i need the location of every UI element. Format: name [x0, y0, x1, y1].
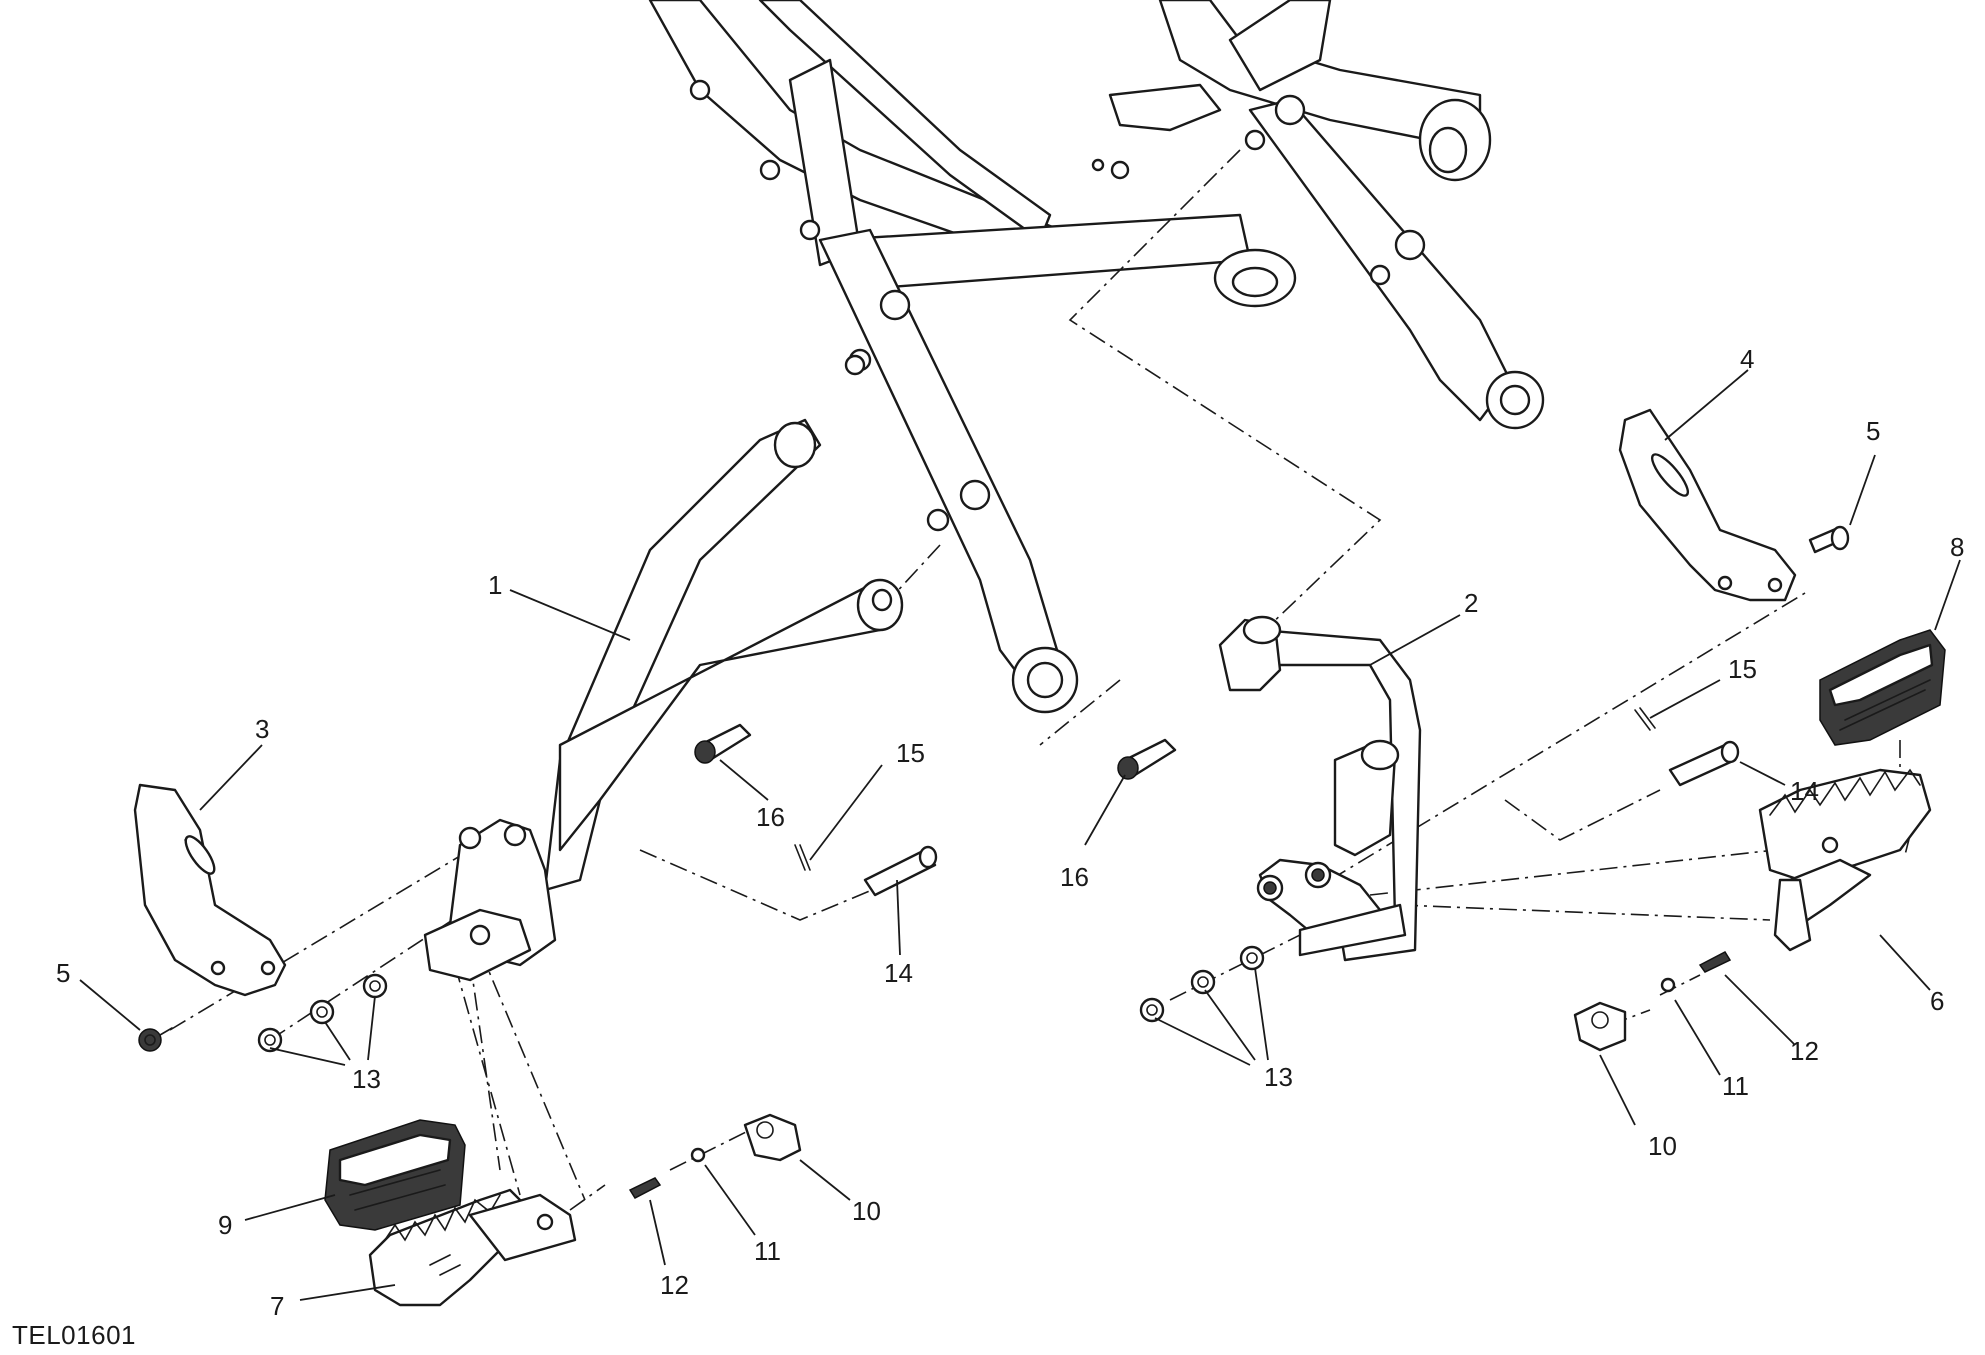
- callout-9: 9: [218, 1210, 232, 1240]
- drawing-code: TEL01601: [12, 1320, 136, 1350]
- callout-11-left: 11: [754, 1236, 781, 1266]
- left-footpeg: [368, 1188, 577, 1307]
- screw-left: [138, 1027, 173, 1052]
- callout-10-left: 10: [852, 1196, 881, 1226]
- right-heel-guard: [1618, 408, 1797, 602]
- callout-14-right: 14: [1790, 776, 1819, 806]
- left-small-parts: [257, 723, 938, 1199]
- callout-14-left: 14: [884, 958, 913, 988]
- callout-12-right: 12: [1790, 1036, 1819, 1066]
- callout-13-left: 13: [352, 1064, 381, 1094]
- callout-12-left: 12: [660, 1270, 689, 1300]
- callout-10-right: 10: [1648, 1131, 1677, 1161]
- left-heel-guard: [133, 783, 287, 997]
- right-footpeg-rubber: [1819, 629, 1946, 746]
- callout-3: 3: [255, 714, 269, 744]
- callout-5-right: 5: [1866, 416, 1880, 446]
- callout-2: 2: [1464, 588, 1478, 618]
- callout-16-right: 16: [1060, 862, 1089, 892]
- right-small-parts: [1117, 707, 1740, 1052]
- right-footpeg-bracket: [1218, 615, 1422, 962]
- callout-8: 8: [1950, 532, 1964, 562]
- callout-4: 4: [1740, 344, 1754, 374]
- callout-1: 1: [488, 570, 502, 600]
- leader-lines: [79, 369, 1961, 1301]
- rear-subframe: [648, 0, 1545, 714]
- left-footpeg-bracket: [423, 418, 904, 982]
- callout-11-right: 11: [1722, 1071, 1749, 1101]
- callout-13-right: 13: [1264, 1062, 1293, 1092]
- right-footpeg: [1758, 768, 1932, 952]
- callout-15-left: 15: [896, 738, 925, 768]
- callout-16-left: 16: [756, 802, 785, 832]
- screw-right: [1808, 525, 1850, 554]
- callout-5-left: 5: [56, 958, 70, 988]
- callout-7: 7: [270, 1291, 284, 1321]
- callout-labels: 1 2 3 4 5 5 6 7 8 9 10 10 11 11 12 12 13…: [56, 344, 1964, 1321]
- callout-15-right: 15: [1728, 654, 1757, 684]
- left-footpeg-rubber: [324, 1119, 466, 1231]
- callout-6: 6: [1930, 986, 1944, 1016]
